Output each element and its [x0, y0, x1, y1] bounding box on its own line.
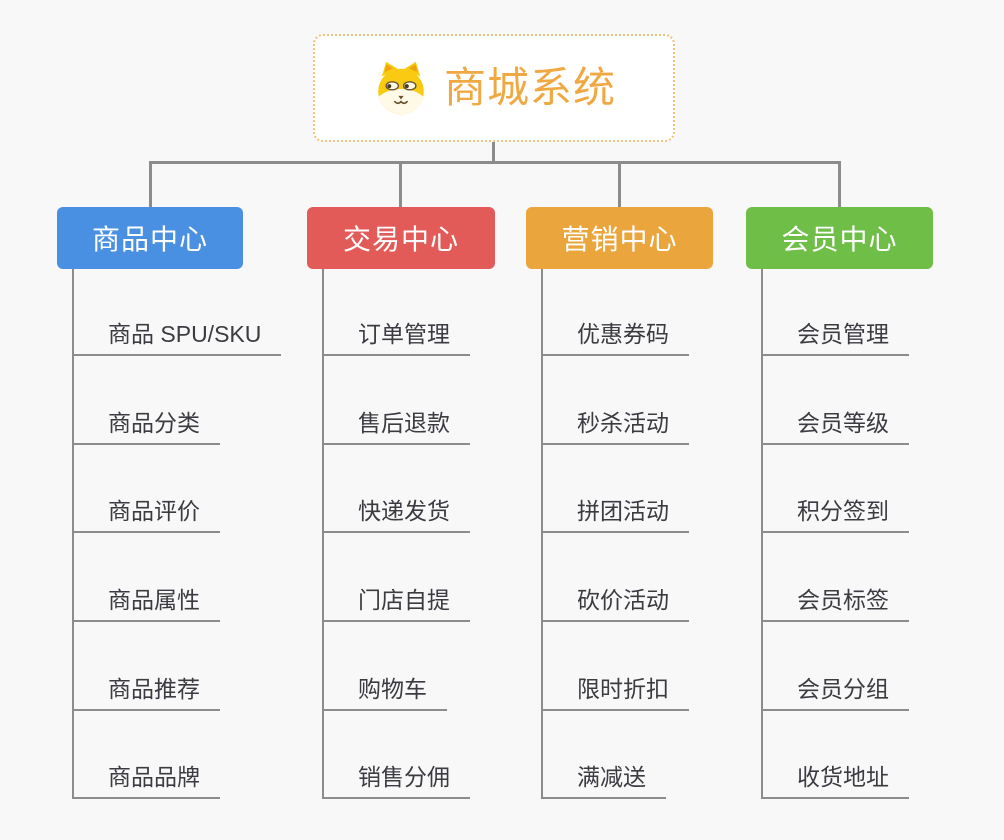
leaf-label: 商品评价	[108, 498, 200, 524]
leaf-label: 售后退款	[358, 410, 450, 436]
leaf-label: 销售分佣	[358, 764, 450, 790]
branch-title: 交易中心	[342, 224, 459, 255]
leaf-label: 商品分类	[108, 410, 200, 436]
mindmap-leaf[interactable]: 拼团活动	[543, 491, 689, 533]
mindmap-leaf[interactable]: 商品 SPU/SKU	[74, 314, 282, 356]
mindmap-leaf[interactable]: 积分签到	[763, 491, 909, 533]
mindmap-leaf[interactable]: 商品分类	[74, 403, 220, 445]
mindmap-leaf[interactable]: 限时折扣	[543, 669, 689, 711]
connector-drop	[618, 161, 621, 208]
mindmap-leaf[interactable]: 会员分组	[763, 669, 909, 711]
connector-drop	[399, 161, 402, 208]
branch-children-trade-center: 订单管理 售后退款 快递发货 门店自提 购物车 销售分佣	[322, 269, 470, 799]
leaf-label: 快递发货	[358, 498, 450, 524]
leaf-label: 会员分组	[797, 676, 889, 702]
leaf-label: 门店自提	[358, 587, 450, 613]
mindmap-leaf[interactable]: 收货地址	[763, 757, 909, 799]
mindmap-leaf[interactable]: 会员管理	[763, 314, 909, 356]
mindmap-leaf[interactable]: 售后退款	[324, 403, 470, 445]
leaf-label: 优惠券码	[577, 321, 669, 347]
branch-title: 营销中心	[561, 224, 678, 255]
branch-header-trade-center[interactable]: 交易中心	[307, 207, 495, 269]
leaf-label: 商品属性	[108, 587, 200, 613]
mindmap-leaf[interactable]: 会员标签	[763, 580, 909, 622]
branch-header-marketing-center[interactable]: 营销中心	[526, 207, 713, 269]
leaf-label: 会员等级	[797, 410, 889, 436]
leaf-label: 商品 SPU/SKU	[108, 321, 262, 347]
leaf-label: 积分签到	[797, 498, 889, 524]
mindmap-leaf[interactable]: 砍价活动	[543, 580, 689, 622]
branch-children-product-center: 商品 SPU/SKU 商品分类 商品评价 商品属性 商品推荐 商品品牌	[72, 269, 282, 799]
mindmap-leaf[interactable]: 商品品牌	[74, 757, 220, 799]
leaf-label: 秒杀活动	[577, 410, 669, 436]
connector-root-stub	[492, 141, 495, 163]
mindmap-leaf[interactable]: 门店自提	[324, 580, 470, 622]
leaf-label: 砍价活动	[577, 587, 669, 613]
mindmap-leaf[interactable]: 销售分佣	[324, 757, 470, 799]
mindmap-leaf[interactable]: 订单管理	[324, 314, 470, 356]
mindmap-leaf[interactable]: 商品评价	[74, 491, 220, 533]
leaf-label: 收货地址	[797, 764, 889, 790]
leaf-label: 订单管理	[358, 321, 450, 347]
connector-bus	[149, 161, 841, 164]
leaf-label: 商品推荐	[108, 676, 200, 702]
mindmap-leaf[interactable]: 秒杀活动	[543, 403, 689, 445]
leaf-label: 拼团活动	[577, 498, 669, 524]
branch-title: 商品中心	[91, 224, 208, 255]
mindmap-leaf[interactable]: 快递发货	[324, 491, 470, 533]
mindmap-leaf[interactable]: 会员等级	[763, 403, 909, 445]
branch-title: 会员中心	[781, 224, 898, 255]
branch-header-product-center[interactable]: 商品中心	[57, 207, 243, 269]
leaf-label: 限时折扣	[577, 676, 669, 702]
connector-drop	[149, 161, 152, 208]
mindmap-leaf[interactable]: 商品属性	[74, 580, 220, 622]
leaf-label: 满减送	[577, 764, 646, 790]
shiba-dog-icon	[378, 61, 424, 115]
mindmap-leaf[interactable]: 满减送	[543, 757, 666, 799]
branch-children-member-center: 会员管理 会员等级 积分签到 会员标签 会员分组 收货地址	[761, 269, 909, 799]
root-title: 商城系统	[443, 64, 616, 111]
leaf-label: 商品品牌	[108, 764, 200, 790]
branch-header-member-center[interactable]: 会员中心	[746, 207, 933, 269]
mindmap-leaf[interactable]: 商品推荐	[74, 669, 220, 711]
leaf-label: 会员管理	[797, 321, 889, 347]
leaf-label: 购物车	[358, 676, 427, 702]
root-node[interactable]: 商城系统	[313, 34, 675, 142]
mindmap-leaf[interactable]: 购物车	[324, 669, 447, 711]
mindmap-leaf[interactable]: 优惠券码	[543, 314, 689, 356]
branch-children-marketing-center: 优惠券码 秒杀活动 拼团活动 砍价活动 限时折扣 满减送	[541, 269, 689, 799]
connector-drop	[838, 161, 841, 208]
leaf-label: 会员标签	[797, 587, 889, 613]
